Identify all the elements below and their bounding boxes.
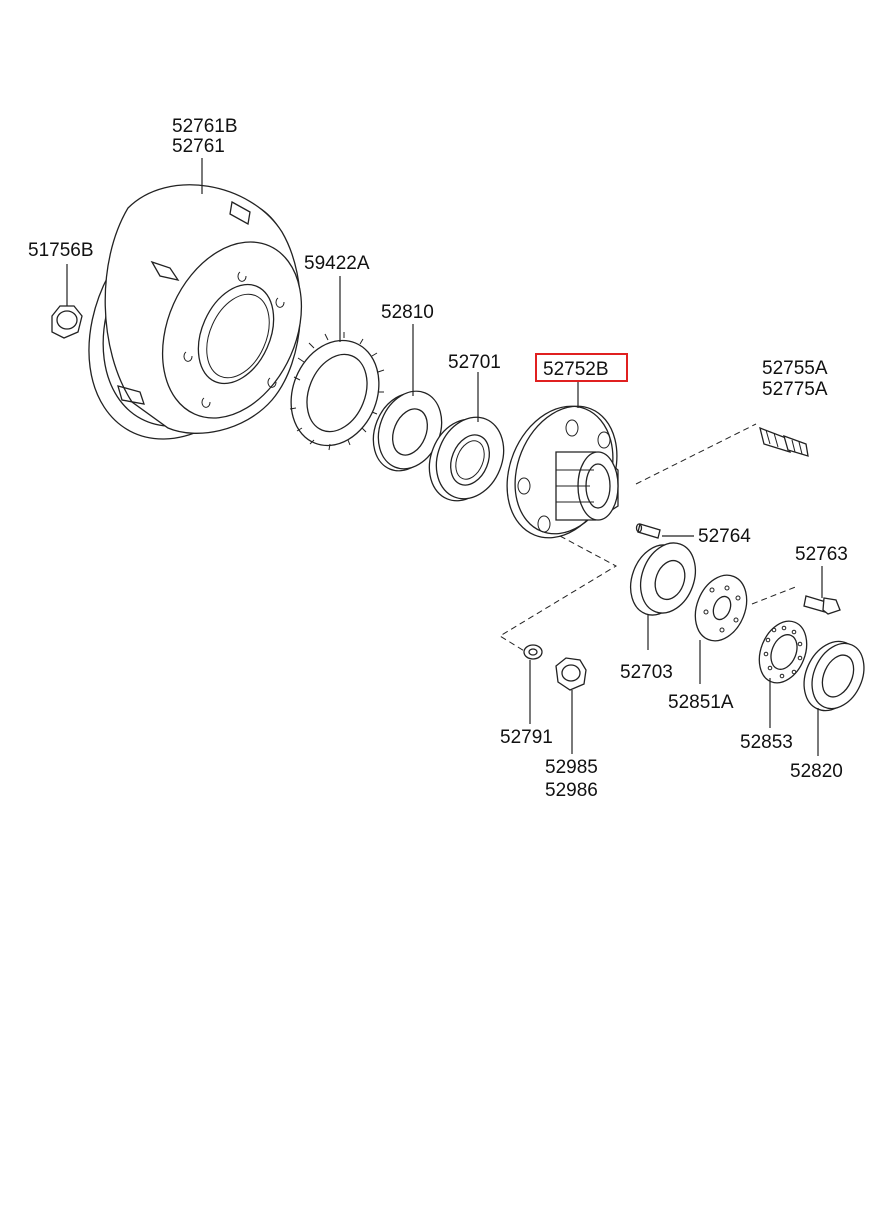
washer-plate[interactable] <box>686 567 756 648</box>
hub-nut[interactable] <box>555 657 587 691</box>
highlight-box <box>535 353 628 382</box>
label-52761[interactable]: 52761 <box>172 136 225 157</box>
drum-nut[interactable] <box>51 305 83 339</box>
wheel-hub[interactable] <box>488 390 635 554</box>
label-52763[interactable]: 52763 <box>795 544 848 565</box>
label-52853[interactable]: 52853 <box>740 732 793 753</box>
small-bolt[interactable] <box>803 595 841 615</box>
label-52761B[interactable]: 52761B <box>172 116 238 137</box>
label-52764[interactable]: 52764 <box>698 526 751 547</box>
label-52810[interactable]: 52810 <box>381 302 434 323</box>
label-52820[interactable]: 52820 <box>790 761 843 782</box>
label-52851A[interactable]: 52851A <box>668 692 734 713</box>
label-52755A[interactable]: 52755A <box>762 358 828 379</box>
inner-bearing[interactable] <box>418 407 516 511</box>
lock-washer[interactable] <box>751 614 816 690</box>
label-52775A[interactable]: 52775A <box>762 379 828 400</box>
label-52986[interactable]: 52986 <box>545 780 598 801</box>
label-52985[interactable]: 52985 <box>545 757 598 778</box>
label-52701[interactable]: 52701 <box>448 352 501 373</box>
tone-wheel[interactable] <box>276 327 394 459</box>
label-52752B[interactable]: 52752B <box>543 359 609 380</box>
label-52703[interactable]: 52703 <box>620 662 673 683</box>
brake-drum[interactable] <box>49 162 332 474</box>
pin[interactable] <box>635 523 661 539</box>
label-59422A[interactable]: 59422A <box>304 253 370 274</box>
label-52791[interactable]: 52791 <box>500 727 553 748</box>
outer-seal[interactable] <box>794 633 874 720</box>
outer-bearing[interactable] <box>621 535 704 622</box>
label-51756B[interactable]: 51756B <box>28 240 94 261</box>
leader-lines <box>66 158 823 756</box>
oil-seal[interactable] <box>362 382 453 481</box>
washer[interactable] <box>523 644 543 660</box>
hub-bolt[interactable] <box>759 426 809 457</box>
